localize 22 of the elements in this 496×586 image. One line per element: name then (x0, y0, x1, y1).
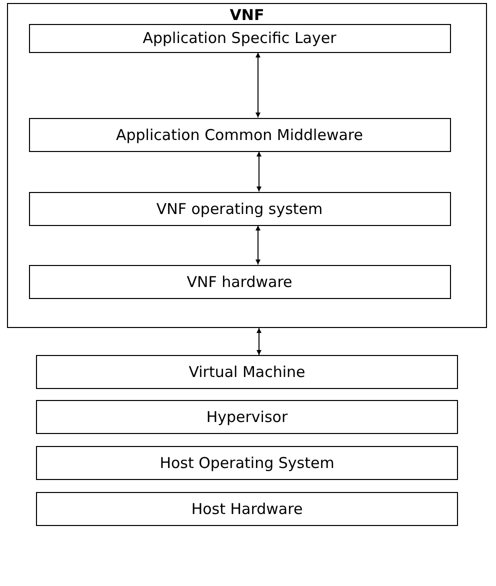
double-arrow (256, 225, 260, 265)
layer-box (36, 355, 458, 389)
layer-box (36, 492, 458, 526)
group-box (7, 3, 487, 328)
double-arrow (256, 151, 262, 192)
group-title: VNF (228, 6, 266, 24)
layer-box (28, 24, 450, 52)
layer-label: Host Hardware (191, 500, 303, 518)
double-arrow (256, 328, 262, 356)
layer-label: Virtual Machine (188, 363, 306, 381)
layer-label: VNF operating system (156, 200, 323, 218)
layer-box (28, 264, 450, 298)
layer-label: Hypervisor (206, 408, 288, 426)
layer-box (36, 446, 458, 480)
double-arrow (256, 52, 260, 118)
layer-label: Host Operating System (160, 454, 334, 472)
layer-label: Application Common Middleware (116, 126, 363, 144)
layer-box (28, 192, 450, 226)
layer-label: Application Specific Layer (142, 29, 336, 47)
layer-box (36, 400, 458, 434)
layer-box (28, 118, 450, 152)
layer-label: VNF hardware (186, 272, 292, 290)
